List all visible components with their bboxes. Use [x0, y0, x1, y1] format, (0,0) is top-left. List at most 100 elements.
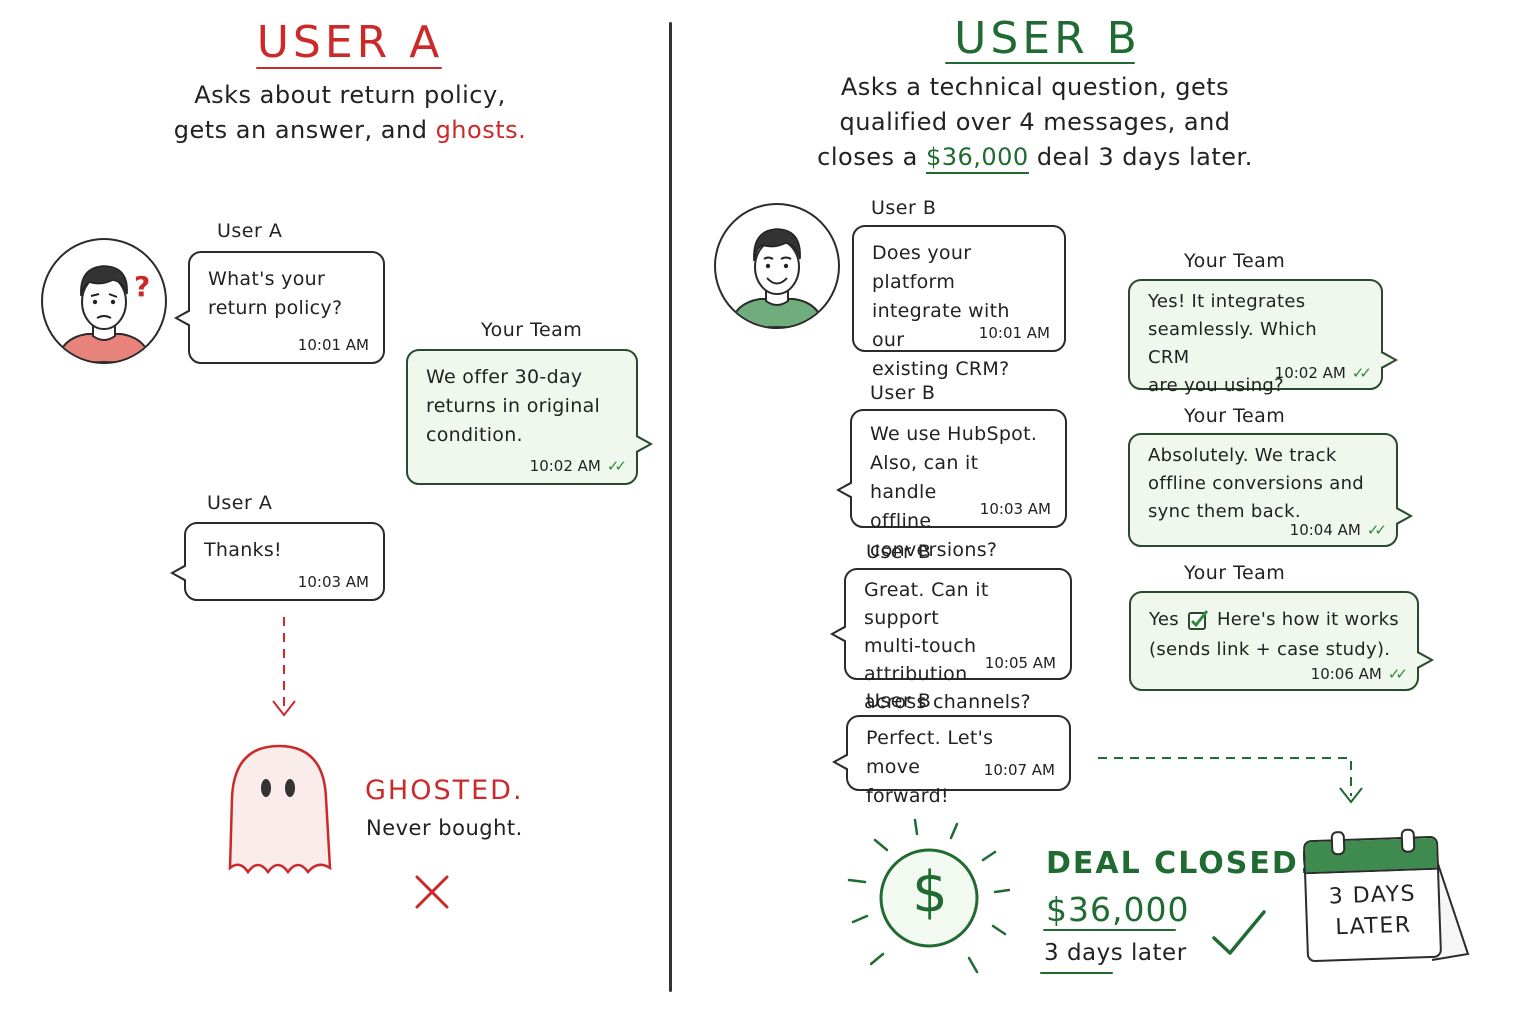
timestamp: 10:02 AM — [1274, 364, 1346, 382]
calendar-header — [1304, 837, 1438, 875]
double-check-icon: ✓✓ — [606, 457, 627, 475]
timestamp: 10:05 AM — [984, 654, 1056, 672]
message-text: Yes Here's how it works (sends link + ca… — [1149, 605, 1399, 665]
user-a-title: USER A — [256, 17, 444, 68]
deal-days-text: 3 days later — [1044, 940, 1187, 966]
message-text: We use HubSpot. Also, can it handle offl… — [870, 420, 1047, 565]
message-time: 10:02 AM ✓✓ — [529, 457, 627, 475]
sender-label: User B — [871, 197, 937, 219]
user-b-subtitle-line2: qualified over 4 messages, and — [839, 108, 1231, 136]
timestamp: 10:04 AM — [1289, 521, 1361, 539]
sender-label: Your Team — [1184, 405, 1286, 427]
message-line: We offer 30-day — [426, 366, 583, 388]
user-b-title-underline — [945, 62, 1135, 64]
subtitle-text: deal 3 days later. — [1028, 143, 1253, 171]
message-text: Yes! It integrates seamlessly. Which CRM… — [1148, 288, 1363, 400]
team-message-1: We offer 30-day returns in original cond… — [406, 349, 638, 485]
message-line: across channels? — [864, 691, 1031, 713]
message-line: Great. Can it support — [864, 579, 989, 629]
message-line: Does your platform — [872, 242, 972, 293]
user-b-subtitle: Asks a technical question, gets qualifie… — [805, 70, 1265, 175]
message-line: seamlessly. Which CRM — [1148, 319, 1317, 368]
question-mark-icon: ? — [134, 270, 151, 303]
message-time: 10:03 AM — [980, 500, 1051, 518]
message-time: 10:04 AM ✓✓ — [1289, 521, 1387, 539]
ghost-icon — [228, 744, 332, 875]
message-line: return policy? — [208, 297, 343, 319]
timestamp: 10:01 AM — [978, 324, 1050, 342]
user-a-subtitle-line2: gets an answer, and ghosts. — [170, 113, 530, 148]
dollar-coin-icon — [847, 818, 1010, 974]
message-line: integrate with our — [872, 300, 1010, 351]
user-a-title-underline — [256, 67, 442, 69]
message-line: Also, can it handle — [870, 452, 979, 503]
deal-amount-underline — [1043, 929, 1176, 931]
checkbox-checked-icon — [1187, 610, 1209, 630]
timestamp: 10:07 AM — [983, 761, 1055, 779]
deal-closed-title: DEAL CLOSED! — [1046, 846, 1315, 881]
message-line: are you using? — [1148, 375, 1285, 396]
sender-label: User A — [217, 220, 283, 242]
double-check-icon: ✓✓ — [1366, 521, 1387, 539]
double-check-icon: ✓✓ — [1387, 665, 1408, 683]
message-time: 10:07 AM — [984, 761, 1055, 779]
timestamp: 10:01 AM — [297, 336, 369, 354]
message-word: Yes — [1149, 609, 1179, 630]
x-icon — [415, 875, 449, 909]
dashed-arrow-to-calendar — [1098, 757, 1363, 804]
message-text: We offer 30-day returns in original cond… — [426, 363, 618, 450]
message-text: What's your return policy? — [208, 265, 365, 323]
sender-label: User A — [207, 492, 273, 514]
center-divider — [669, 22, 672, 992]
message-line: Yes! It integrates — [1148, 291, 1306, 312]
message-line: Thanks! — [204, 539, 282, 561]
message-line: Perfect. Let's move — [866, 727, 994, 778]
subtitle-text: closes a — [817, 143, 926, 171]
message-time: 10:01 AM — [979, 324, 1050, 342]
sender-label: User B — [866, 690, 932, 712]
subtitle-text: gets an answer, and — [173, 116, 436, 144]
dollar-sign: $ — [912, 860, 948, 925]
message-time: 10:05 AM — [985, 654, 1056, 672]
user-b-message-3: Great. Can it support multi-touch attrib… — [844, 568, 1072, 713]
user-a-subtitle-line1: Asks about return policy, — [194, 81, 506, 109]
sender-label: Your Team — [481, 319, 583, 341]
sender-label: User B — [870, 382, 936, 404]
message-line: offline conversions? — [870, 510, 998, 561]
calendar-icon: 3 DAYS LATER — [1302, 828, 1443, 963]
sender-label: User B — [866, 541, 932, 563]
message-text: Perfect. Let's move forward! — [866, 724, 1051, 811]
message-text: Absolutely. We track offline conversions… — [1148, 442, 1378, 526]
user-b-message-2: We use HubSpot. Also, can it handle offl… — [850, 409, 1067, 561]
calendar-ring — [1330, 830, 1346, 856]
user-b-subtitle-line3: closes a $36,000 deal 3 days later. — [805, 140, 1265, 175]
message-line: sync them back. — [1148, 501, 1301, 522]
user-a-avatar — [41, 238, 167, 364]
message-line: existing CRM? — [872, 358, 1010, 380]
message-line: offline conversions and — [1148, 473, 1365, 494]
sender-label: Your Team — [1184, 562, 1286, 584]
message-text: Thanks! — [204, 536, 365, 565]
user-a-subtitle: Asks about return policy, gets an answer… — [170, 78, 530, 148]
message-line: forward! — [866, 785, 949, 807]
ghosted-title: GHOSTED. — [365, 775, 524, 806]
sender-label: Your Team — [1184, 250, 1286, 272]
user-b-avatar — [714, 203, 840, 329]
message-text: Does your platform integrate with our ex… — [872, 239, 1046, 384]
never-bought-text: Never bought. — [366, 816, 523, 840]
message-line: (sends link + case study). — [1149, 639, 1391, 660]
timestamp: 10:02 AM — [529, 457, 601, 475]
message-time: 10:01 AM — [298, 336, 369, 354]
team-b-message-2: Absolutely. We track offline conversions… — [1128, 433, 1398, 547]
message-line: condition. — [426, 424, 523, 446]
user-b-subtitle-line1: Asks a technical question, gets — [840, 73, 1230, 101]
calendar-ring — [1400, 828, 1416, 853]
calendar-line: 3 DAYS — [1328, 881, 1417, 910]
ghosts-highlight: ghosts. — [435, 116, 527, 144]
message-word: Here's how it works — [1216, 609, 1399, 630]
message-text: Great. Can it support multi-touch attrib… — [864, 576, 1052, 716]
timestamp: 10:03 AM — [979, 500, 1051, 518]
deal-days-underline — [1040, 972, 1113, 974]
timestamp: 10:06 AM — [1310, 665, 1382, 683]
message-time: 10:02 AM✓✓ — [1274, 364, 1372, 382]
